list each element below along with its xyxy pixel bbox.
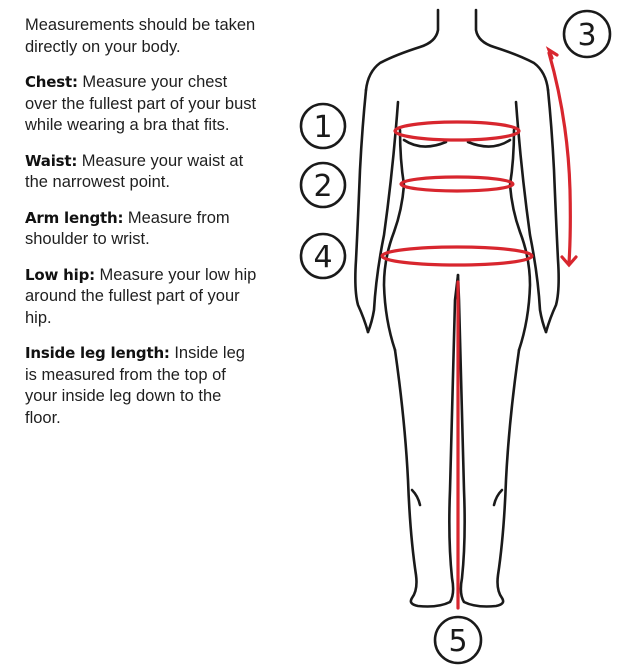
arm-length-arrow-top [545, 46, 559, 60]
marker-3-circle [562, 9, 612, 59]
low-hip-term: Low hip: [25, 265, 95, 284]
right-bust-curve [466, 138, 512, 148]
inside-leg-description: Inside leg is measured from the top of y… [25, 344, 245, 427]
arm-length-instruction: Arm length: Measure from shoulder to wri… [25, 208, 260, 251]
low-hip-measure-line [380, 245, 534, 267]
marker-4-circle [299, 232, 347, 280]
right-leg-outline [456, 273, 521, 608]
waist-term: Waist: [25, 151, 78, 170]
chest-term: Chest: [25, 73, 78, 91]
right-arm-inner [514, 100, 548, 334]
chest-description: Measure your chest over the fullest part… [25, 73, 257, 134]
right-torso-side [508, 128, 532, 352]
body-outline [354, 8, 560, 608]
marker-3-label: 3 [577, 18, 596, 53]
waist-instruction: Waist: Measure your waist at the narrowe… [25, 151, 260, 194]
low-hip-description: Measure your low hip around the fullest … [25, 265, 257, 327]
left-leg-outline [393, 273, 460, 608]
arm-length-description: Measure from shoulder to wrist. [25, 208, 230, 249]
marker-1-label: 1 [313, 110, 332, 145]
marker-4-label: 4 [313, 240, 332, 275]
intro-text: Measurements should be taken directly on… [25, 16, 256, 56]
marker-1-circle [299, 102, 347, 150]
left-bust-curve [402, 138, 448, 148]
measurement-markers [299, 9, 612, 665]
right-arm-outer [544, 88, 560, 334]
arm-length-arrow-bottom [560, 255, 578, 268]
waist-description: Measure your waist at the narrowest poin… [25, 151, 244, 192]
low-hip-instruction: Low hip: Measure your low hip around the… [25, 265, 260, 330]
inside-leg-term: Inside leg length: [25, 344, 170, 362]
right-knee [492, 488, 504, 507]
marker-2-circle [299, 161, 347, 209]
chest-instruction: Chest: Measure your chest over the fulle… [25, 72, 260, 137]
inside-leg-instruction: Inside leg length: Inside leg is measure… [25, 343, 260, 429]
arm-length-term: Arm length: [25, 208, 124, 227]
marker-5-label: 5 [448, 624, 467, 659]
right-shoulder-outline [474, 8, 550, 92]
left-knee [410, 488, 422, 507]
marker-2-label: 2 [313, 169, 332, 204]
left-shoulder-outline [364, 8, 440, 92]
chest-measure-line [393, 120, 521, 142]
marker-5-circle [433, 615, 483, 665]
left-torso-side [382, 128, 406, 352]
waist-measure-line [399, 175, 515, 193]
left-arm-outer [354, 88, 370, 334]
measurement-instructions: Measurements should be taken directly on… [25, 15, 260, 443]
arm-length-measure-line [547, 51, 572, 265]
left-arm-inner [366, 100, 400, 334]
measurement-lines [380, 46, 578, 610]
